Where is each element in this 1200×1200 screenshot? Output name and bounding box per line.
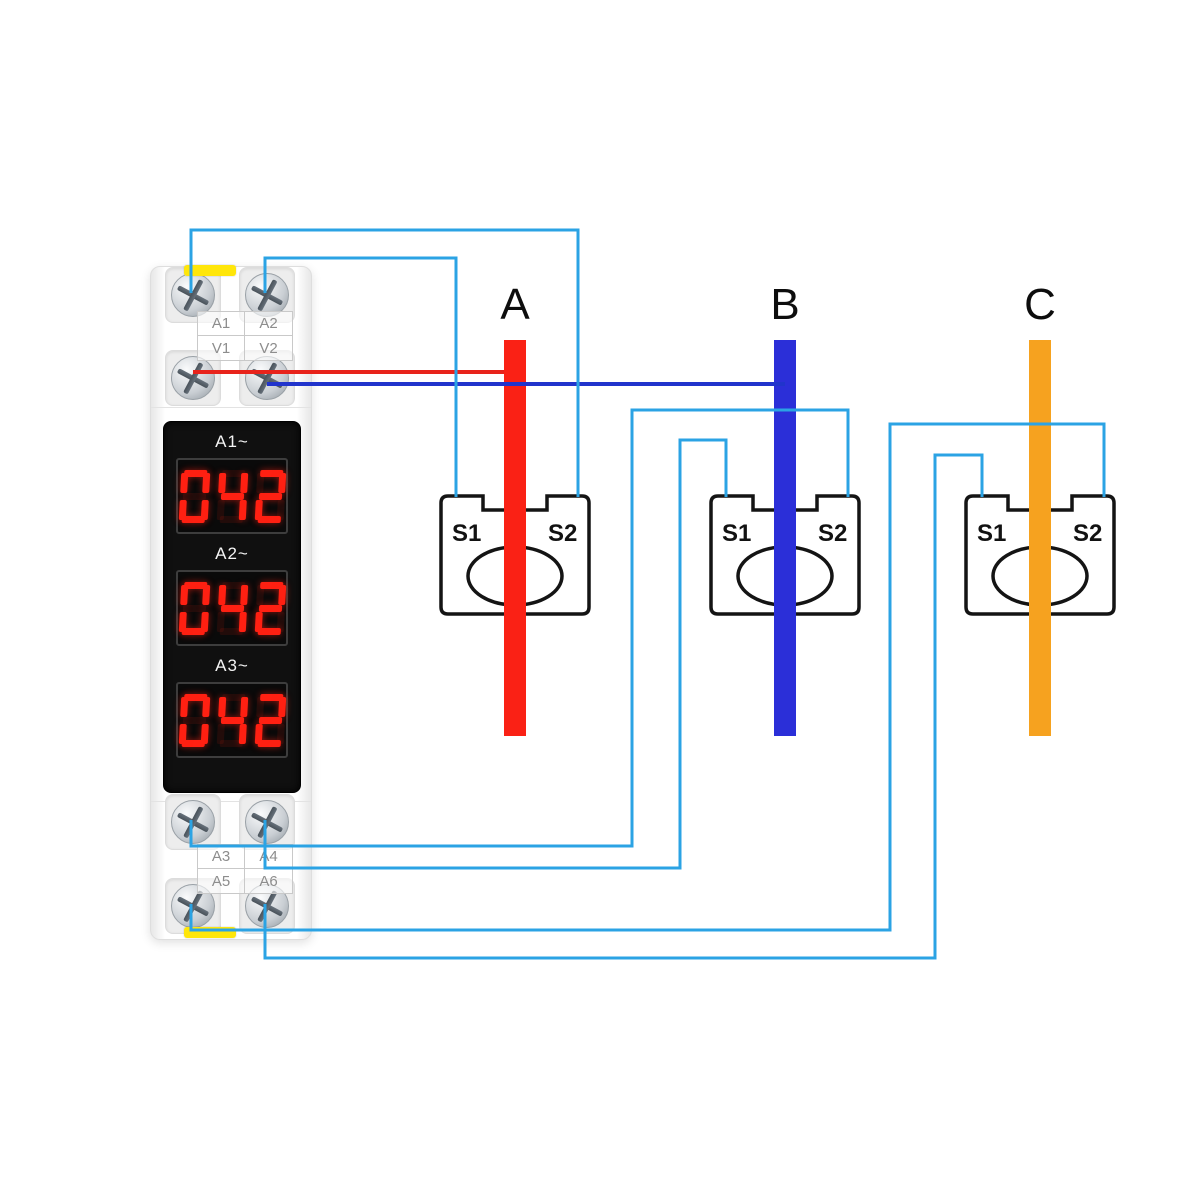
ct-c-s2-label: S2 (1073, 520, 1102, 547)
current-transformer-phase-a: S1 S2 (435, 488, 595, 622)
phase-c-label: C (1024, 280, 1056, 329)
phase-a-label: A (500, 280, 530, 329)
terminal-label-a4: A4 (245, 845, 292, 869)
display-1-seven-segment (176, 458, 288, 534)
terminal-label-a6: A6 (259, 872, 278, 890)
din-meter-module: A1 A2 V1 V2 A1~ A2~ A3~ A3 A4 A5 A6 (150, 265, 312, 940)
terminal-a3 (165, 794, 221, 850)
display-3-label: A3~ (215, 656, 249, 675)
terminal-label-grid-top: A1 A2 V1 V2 (197, 311, 293, 361)
terminal-a4 (239, 794, 295, 850)
terminal-label-a2: A2 (245, 312, 292, 336)
display-1-label: A1~ (215, 432, 249, 451)
ct-a-s1-label: S1 (452, 520, 481, 547)
din-clip-bottom (184, 927, 236, 938)
terminal-label-v1: V1 (198, 336, 245, 360)
terminal-label-a3: A3 (198, 845, 245, 869)
display-2-label: A2~ (215, 544, 249, 563)
din-clip-top (184, 265, 236, 276)
current-transformer-phase-c: S1 S2 (960, 488, 1120, 622)
terminal-a3-screw (171, 800, 215, 844)
display-3-seven-segment (176, 682, 288, 758)
ct-b-s1-label: S1 (722, 520, 751, 547)
terminal-label-a1: A1 (198, 312, 245, 336)
terminal-label-grid-bottom: A3 A4 A5 A6 (197, 844, 293, 894)
ct-c-s1-label: S1 (977, 520, 1006, 547)
ct-b-aperture (736, 545, 834, 607)
ct-wire-a6-to-ctC-s1 (263, 453, 984, 960)
ct-a-aperture (466, 545, 564, 607)
display-2-seven-segment (176, 570, 288, 646)
ct-b-s2-label: S2 (818, 520, 847, 547)
terminal-v2-screw (245, 356, 289, 400)
ct-a-s2-label: S2 (548, 520, 577, 547)
case-seam (151, 407, 311, 408)
terminal-label-a5: A5 (198, 869, 245, 893)
current-transformer-phase-b: S1 S2 (705, 488, 865, 622)
ct-c-aperture (991, 545, 1089, 607)
terminal-a4-screw (245, 800, 289, 844)
phase-b-label: B (770, 280, 800, 329)
display-panel: A1~ A2~ A3~ (163, 421, 301, 793)
terminal-v1-screw (171, 356, 215, 400)
terminal-label-v2: V2 (259, 339, 278, 357)
